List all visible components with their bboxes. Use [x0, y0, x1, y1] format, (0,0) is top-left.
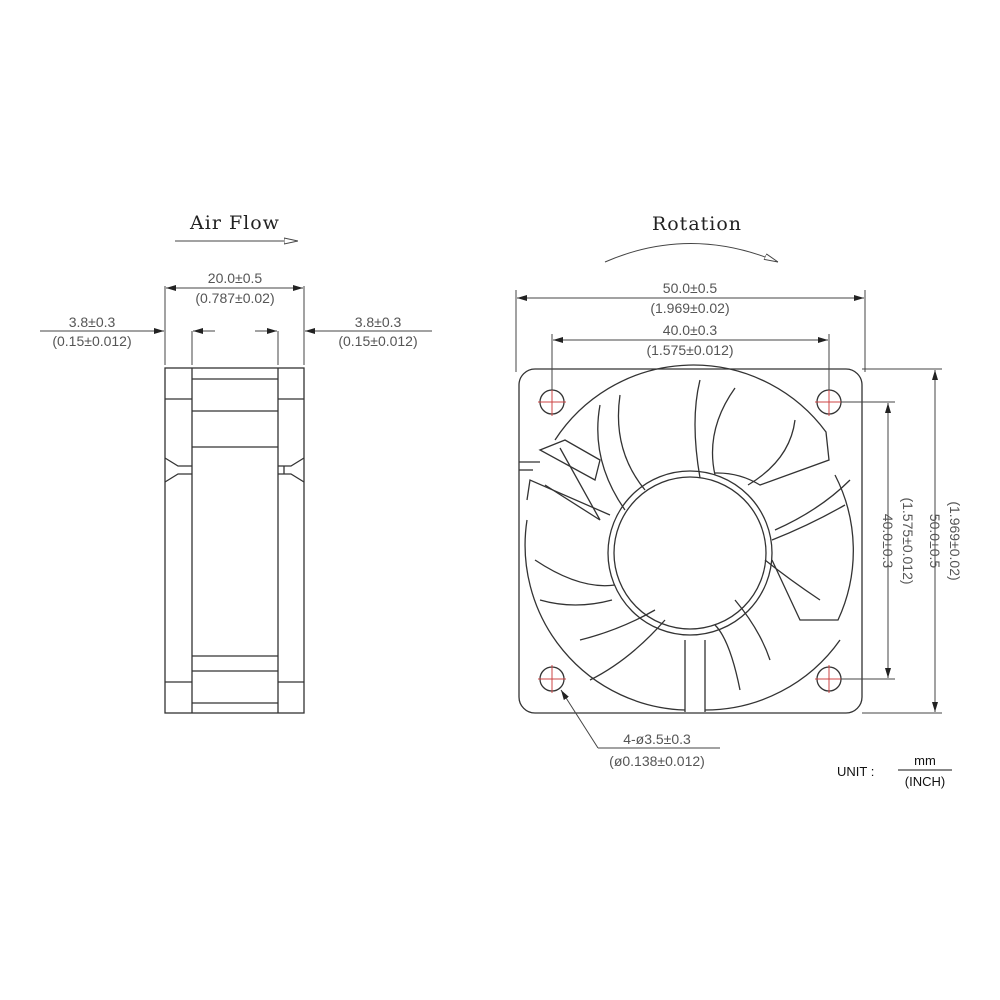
hole-spec-mm: 4-ø3.5±0.3 — [623, 731, 691, 747]
outer-height-dim-mm: 50.0±0.5 — [927, 514, 943, 569]
right-flange-dim-mm: 3.8±0.3 — [355, 314, 402, 330]
front-view: Rotation — [515, 213, 963, 769]
mount-hole-icon — [538, 665, 566, 693]
hole-spec-inch: (ø0.138±0.012) — [609, 753, 705, 769]
leader-arrow-icon — [560, 689, 599, 749]
hole-spacing-dim-inch: (1.575±0.012) — [646, 342, 733, 358]
mount-hole-icon — [538, 388, 566, 416]
mount-hole-icon — [815, 665, 843, 693]
outer-width-dim-inch: (1.969±0.02) — [650, 300, 729, 316]
mount-hole-icon — [815, 388, 843, 416]
unit-primary: mm — [914, 753, 936, 768]
hole-spacing-dim-mm: 40.0±0.3 — [663, 322, 718, 338]
unit-legend: UNIT : mm (INCH) — [837, 753, 952, 789]
rotation-arrow-icon — [604, 243, 778, 263]
outer-width-dim-mm: 50.0±0.5 — [663, 280, 718, 296]
left-flange-dim-mm: 3.8±0.3 — [69, 314, 116, 330]
left-flange-dim-inch: (0.15±0.012) — [52, 333, 131, 349]
fan-front-body — [518, 364, 863, 714]
vertical-hole-spacing-dim-inch: (1.575±0.012) — [900, 497, 916, 584]
fan-side-body — [164, 367, 305, 714]
width-dim-mm: 20.0±0.5 — [208, 270, 263, 286]
side-view: Air Flow 20.0±0.5 (0.787±0.02) — [40, 212, 432, 714]
vertical-hole-spacing-dim-mm: 40.0±0.3 — [880, 514, 896, 569]
outer-height-dim-inch: (1.969±0.02) — [947, 501, 963, 580]
rotation-title: Rotation — [652, 213, 742, 235]
right-flange-dim-inch: (0.15±0.012) — [338, 333, 417, 349]
unit-secondary: (INCH) — [905, 774, 945, 789]
unit-label: UNIT : — [837, 764, 874, 779]
air-flow-title: Air Flow — [189, 212, 280, 234]
width-dim-inch: (0.787±0.02) — [195, 290, 274, 306]
